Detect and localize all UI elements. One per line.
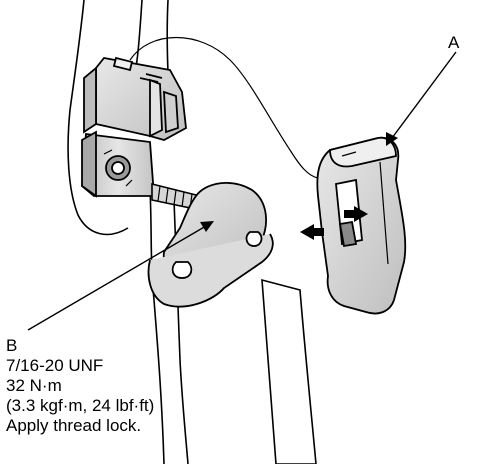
- belt-guide-block: [83, 56, 187, 141]
- leader-line-b: [27, 221, 214, 331]
- thread-spec: 7/16-20 UNF: [6, 356, 104, 375]
- thread-lock-note: Apply thread lock.: [6, 416, 142, 435]
- anchor-cover: [316, 136, 407, 315]
- wire-harness: [129, 36, 319, 179]
- leader-line-a: [386, 51, 457, 146]
- torque-value: 32 N·m: [6, 376, 62, 395]
- latch-arrow-left: [300, 224, 324, 240]
- callout-label-a: A: [448, 33, 460, 52]
- anchor-housing: [81, 130, 155, 198]
- belt-webbing: [261, 278, 317, 464]
- callout-label-b: B: [6, 336, 18, 355]
- torque-alt-units: (3.3 kgf·m, 24 lbf·ft): [6, 396, 155, 415]
- latch-arrow-right: [344, 206, 368, 222]
- anchor-plate: [147, 182, 274, 308]
- torque-spec-block: 7/16-20 UNF 32 N·m (3.3 kgf·m, 24 lbf·ft…: [6, 356, 154, 436]
